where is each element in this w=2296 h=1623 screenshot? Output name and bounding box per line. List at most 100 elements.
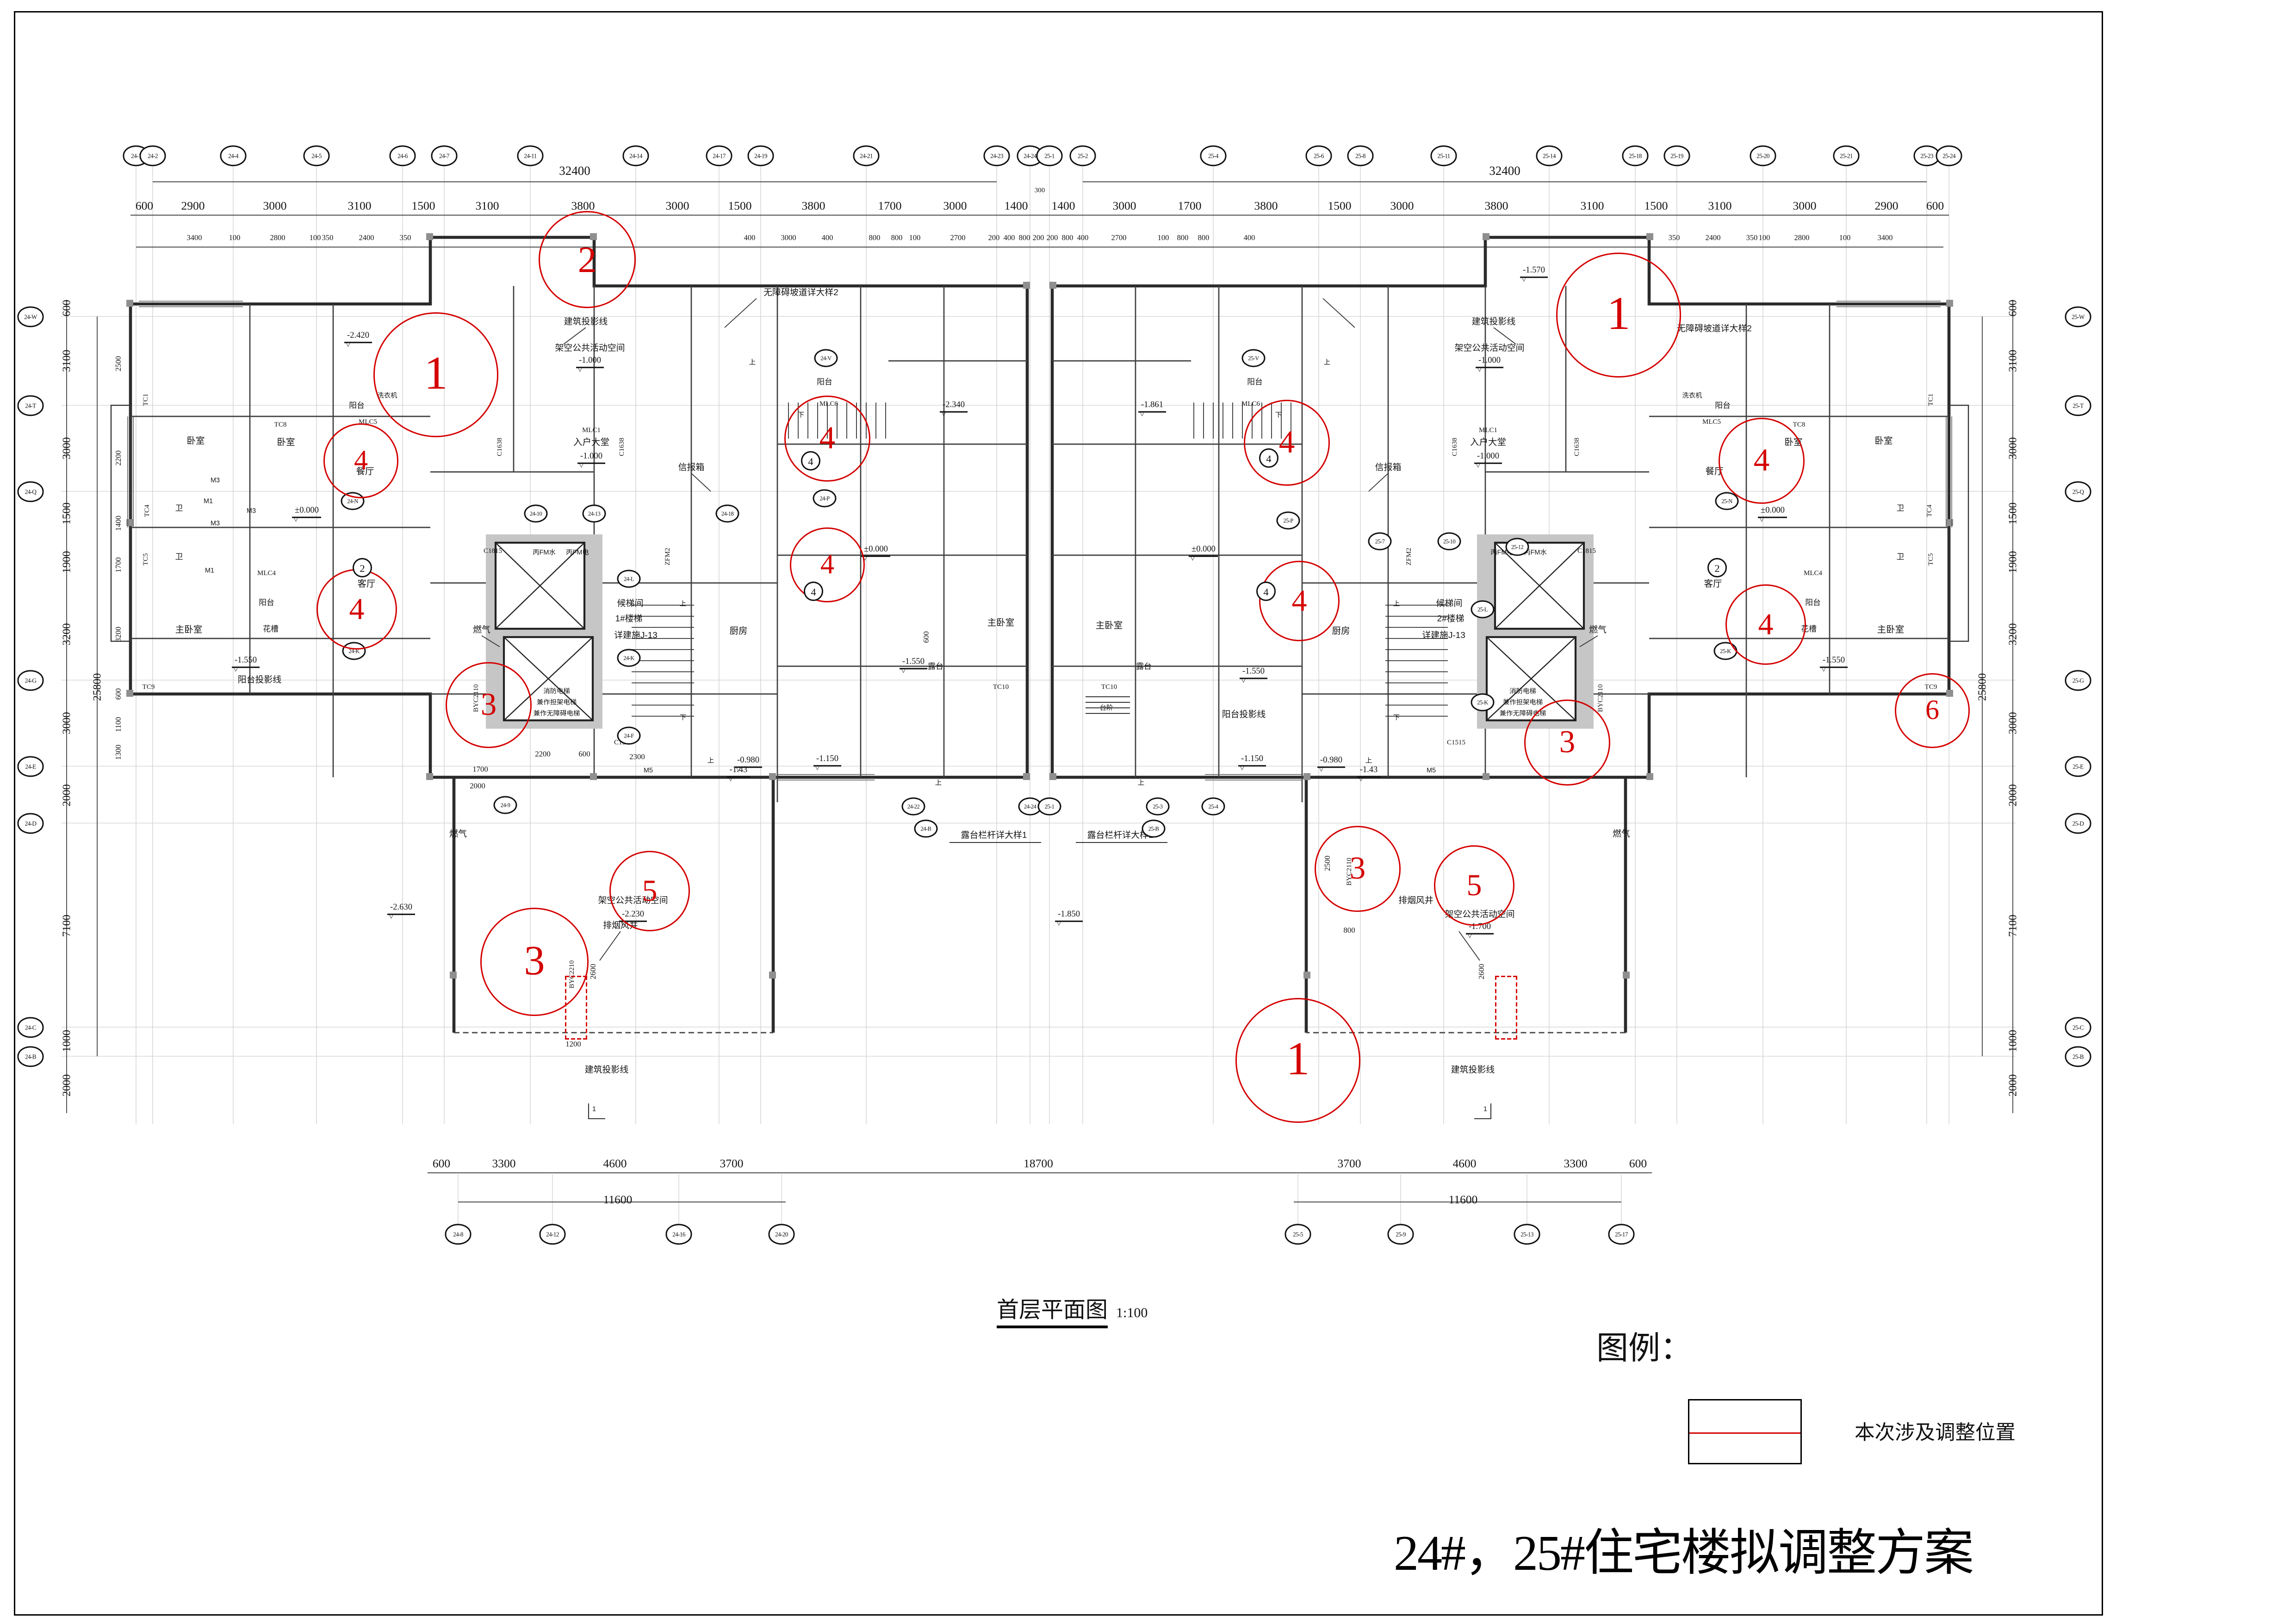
dim-label: 2400 bbox=[1705, 235, 1721, 243]
text-label: 下 bbox=[1393, 715, 1400, 723]
text-label: 600 bbox=[578, 751, 590, 760]
text-label: TC4 bbox=[145, 504, 152, 517]
dim-label: 600 bbox=[1629, 1156, 1647, 1170]
text-label: 候梯间 bbox=[1436, 599, 1463, 609]
text-label: ZFM2 bbox=[1407, 547, 1414, 566]
grid-bubble: 25-12 bbox=[1505, 538, 1529, 556]
text-label: TC5 bbox=[143, 553, 151, 566]
grid-bubble: 25-24 bbox=[1936, 145, 1962, 166]
adjustment-circle: 4 bbox=[1725, 584, 1806, 665]
dim-label: 2000 bbox=[60, 784, 73, 806]
text-label: 入户大堂 bbox=[573, 438, 609, 448]
text-label: ±0.000 bbox=[1758, 506, 1787, 521]
grid-bubble: 25-2 bbox=[1069, 145, 1096, 166]
text-label: 阳台投影线 bbox=[1222, 710, 1266, 720]
dim-label: 2800 bbox=[270, 235, 285, 243]
dim-label: 3800 bbox=[571, 198, 595, 212]
text-label: 候梯间 bbox=[617, 599, 644, 609]
dim-label: 3400 bbox=[1877, 235, 1893, 243]
adjustment-circle: 2 bbox=[539, 211, 636, 308]
sheet-border bbox=[14, 11, 2103, 1616]
text-label: M5 bbox=[1426, 768, 1436, 775]
dim-label: 800 bbox=[1177, 235, 1189, 243]
grid-bubble: 24-9 bbox=[493, 796, 517, 814]
text-label: -1.150 bbox=[1238, 755, 1266, 770]
text-label: -1.000 bbox=[576, 356, 604, 372]
grid-bubble: 24-10 bbox=[524, 504, 548, 523]
dim-label: 100 bbox=[1758, 235, 1770, 243]
text-label: 1200 bbox=[565, 1041, 581, 1050]
grid-bubble: 25-21 bbox=[1833, 145, 1860, 166]
dim-label: 1500 bbox=[1328, 198, 1352, 212]
adjustment-circle: 4 bbox=[790, 527, 865, 602]
dim-label: 1400 bbox=[115, 515, 124, 531]
unit-number-circle: 4 bbox=[801, 451, 820, 471]
text-label: 阳台 bbox=[1805, 600, 1821, 608]
grid-bubble: 24-6 bbox=[389, 145, 416, 166]
dim-label: 600 bbox=[432, 1156, 451, 1170]
dim-label: 800 bbox=[891, 235, 903, 243]
dim-label: 800 bbox=[1018, 235, 1030, 243]
dim-label: 600 bbox=[115, 688, 124, 700]
text-label: -0.980 bbox=[1317, 756, 1345, 771]
dim-label: 7100 bbox=[60, 915, 73, 937]
dim-label: 400 bbox=[744, 235, 756, 243]
text-label: 无障碍坡道详大样2 bbox=[763, 288, 838, 298]
grid-bubble: 25-18 bbox=[1622, 145, 1649, 166]
text-label: BYC2110 bbox=[1598, 684, 1606, 712]
text-label: TC1 bbox=[143, 393, 151, 406]
text-label: 无障碍坡道详大样2 bbox=[1677, 324, 1752, 335]
legend-item-label: 本次涉及调整位置 bbox=[1855, 1423, 2016, 1445]
dim-label: 1700 bbox=[115, 557, 124, 573]
grid-bubble: 25-V bbox=[1241, 349, 1266, 367]
grid-bubble: 24-G bbox=[17, 670, 44, 690]
text-label: 上 bbox=[1323, 360, 1331, 367]
text-label: 阳台 bbox=[259, 600, 274, 608]
text-label: 露台 bbox=[1136, 663, 1152, 672]
legend-heading: 图例： bbox=[1596, 1331, 1692, 1366]
dim-label: 3000 bbox=[1390, 198, 1414, 212]
dim-label: 100 bbox=[309, 235, 321, 243]
text-label: 餐厅 bbox=[1705, 467, 1724, 477]
text-label: 花槽 bbox=[263, 626, 279, 635]
grid-bubble: 24-7 bbox=[431, 145, 458, 166]
text-label: 主卧室 bbox=[175, 625, 203, 635]
text-label: 详建施J-13 bbox=[1422, 631, 1465, 641]
dim-label: 1400 bbox=[1004, 198, 1028, 212]
text-label: 燃气 bbox=[449, 830, 467, 840]
text-label: TC10 bbox=[1101, 685, 1117, 692]
text-label: M1 bbox=[203, 499, 213, 506]
grid-bubble: 24-T bbox=[17, 395, 44, 415]
text-label: M3 bbox=[246, 508, 256, 516]
adjustment-circle: 4 bbox=[784, 396, 870, 482]
text-label: 主卧室 bbox=[1095, 621, 1123, 631]
text-label: M3 bbox=[210, 478, 220, 485]
dim-label: 350 bbox=[399, 235, 411, 243]
grid-bubble: 25-4 bbox=[1200, 145, 1227, 166]
text-label: C1638 bbox=[1575, 437, 1582, 457]
adjustment-circle: 3 bbox=[480, 908, 589, 1016]
text-label: 露台 bbox=[928, 663, 943, 672]
dim-label: 2900 bbox=[181, 198, 205, 212]
dim-label: 600 bbox=[135, 198, 154, 212]
text-label: 阳台 bbox=[817, 379, 832, 388]
text-label: 上 bbox=[1365, 758, 1372, 766]
dim-label: 100 bbox=[229, 235, 241, 243]
dim-label: 2200 bbox=[115, 450, 124, 466]
dim-label: 2500 bbox=[115, 356, 124, 372]
dim-label: 1700 bbox=[1178, 198, 1202, 212]
dim-label: 1000 bbox=[2006, 1030, 2019, 1052]
dim-label: 2700 bbox=[950, 235, 966, 243]
dim-label: 3700 bbox=[720, 1156, 744, 1170]
grid-bubble: 24-12 bbox=[539, 1224, 566, 1244]
text-label: MLC4 bbox=[257, 571, 276, 578]
grid-bubble: 24-18 bbox=[715, 504, 739, 523]
dim-label: 800 bbox=[1198, 235, 1210, 243]
text-label: 建筑投影线 bbox=[584, 1065, 629, 1076]
grid-bubble: 24-D bbox=[17, 813, 44, 833]
dim-label: 200 bbox=[988, 235, 1000, 243]
grid-bubble: 25-B bbox=[1142, 819, 1166, 838]
grid-bubble: 24-W bbox=[17, 306, 44, 327]
grid-bubble: 25-1 bbox=[1037, 797, 1061, 816]
text-label: 详建施J-13 bbox=[614, 631, 658, 641]
